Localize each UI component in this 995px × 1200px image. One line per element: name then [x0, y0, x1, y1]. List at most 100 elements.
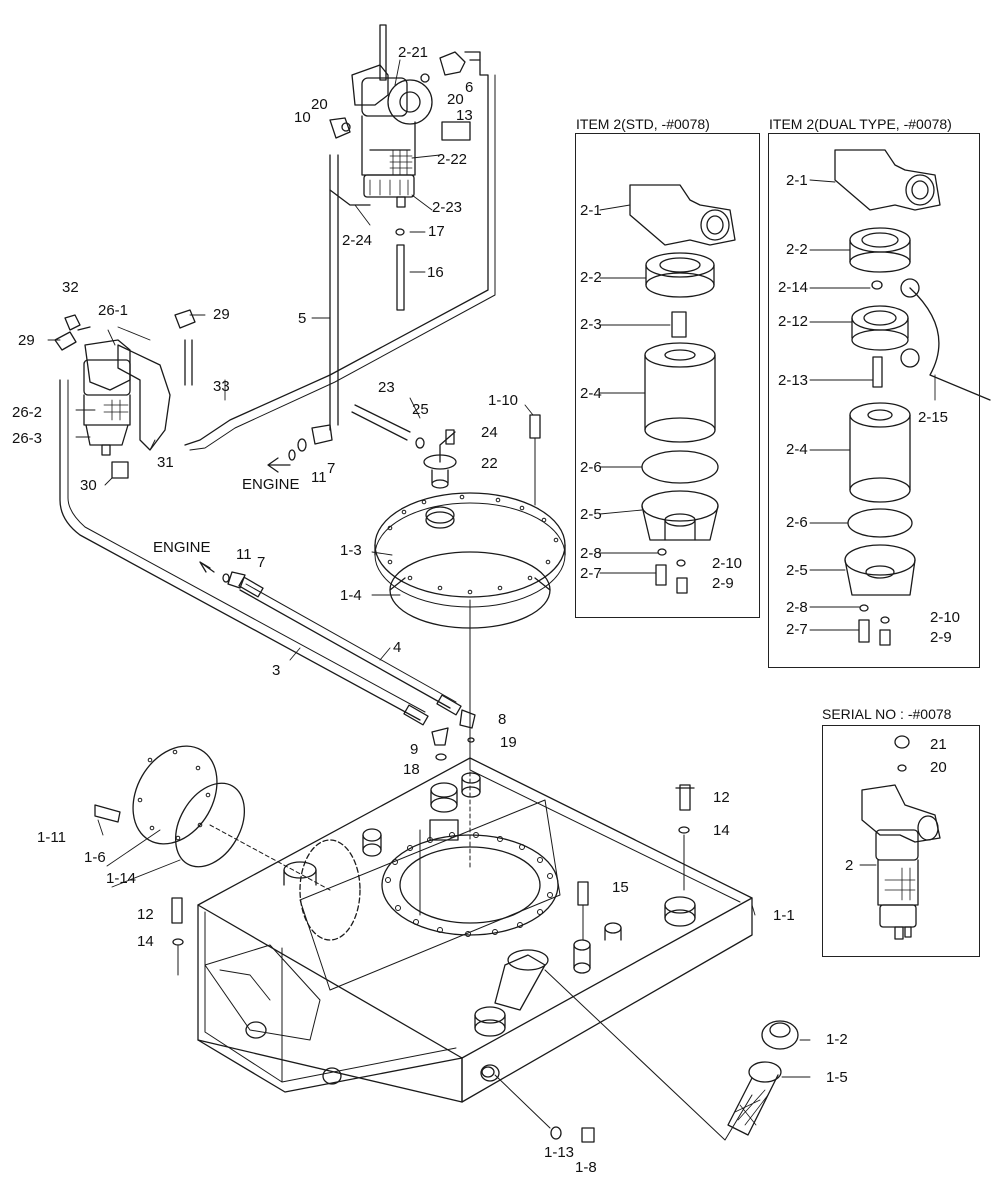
std-part-label: 2-10 [712, 555, 743, 572]
filler-cap-strainer [481, 969, 799, 1143]
part-label: 1-2 [826, 1031, 848, 1048]
part-label: 2-24 [342, 232, 373, 249]
std-part-label: 2-5 [580, 506, 602, 523]
inset-dual-drawing [834, 149, 991, 646]
part-label: 5 [298, 310, 307, 327]
part-label: 29 [213, 306, 230, 323]
engine-note: ENGINE [242, 476, 300, 493]
inset-std-box [575, 133, 760, 618]
fuel-pipes [59, 51, 496, 726]
part-label: 2-22 [437, 151, 468, 168]
part-label: 12 [137, 906, 154, 923]
serial-part-label: 20 [930, 759, 947, 776]
inset-serial-title: SERIAL NO : -#0078 [822, 706, 952, 722]
part-label: 4 [393, 639, 402, 656]
part-label: 13 [456, 107, 473, 124]
part-label: 11 [236, 546, 252, 563]
mounting-bolts [171, 414, 695, 976]
dual-part-label: 2-13 [778, 372, 809, 389]
part-label: 18 [403, 761, 420, 778]
part-label: 6 [465, 79, 474, 96]
part-label: 15 [612, 879, 629, 896]
part-label: 31 [157, 454, 174, 471]
part-label: 1-3 [340, 542, 362, 559]
dual-part-label: 2-15 [918, 409, 949, 426]
serial-part-label: 21 [930, 736, 947, 753]
part-label: 26-2 [12, 404, 43, 421]
serial-part-label: 2 [845, 857, 854, 874]
inset-serial-box [822, 725, 980, 957]
engine-note: ENGINE [153, 539, 211, 556]
std-part-label: 2-7 [580, 565, 602, 582]
part-label: 2-21 [398, 44, 429, 61]
std-part-label: 2-6 [580, 459, 602, 476]
part-label: 25 [412, 401, 429, 418]
part-label: 1-4 [340, 587, 362, 604]
part-label: 1-5 [826, 1069, 848, 1086]
part-label: 17 [428, 223, 445, 240]
part-label: 30 [80, 477, 97, 494]
dual-part-label: 2-2 [786, 241, 808, 258]
part-label: 10 [294, 109, 311, 126]
part-label: 20 [447, 91, 464, 108]
tank-cover [374, 431, 566, 771]
std-part-label: 2-4 [580, 385, 602, 402]
part-label: 1-8 [575, 1159, 597, 1176]
dual-part-label: 2-5 [786, 562, 808, 579]
std-part-label: 2-8 [580, 545, 602, 562]
std-part-label: 2-3 [580, 316, 602, 333]
part-label: 26-1 [98, 302, 129, 319]
part-label: 9 [410, 741, 419, 758]
dual-part-label: 2-9 [930, 629, 952, 646]
part-label: 14 [137, 933, 154, 950]
water-separator [54, 309, 196, 479]
std-part-label: 2-1 [580, 202, 602, 219]
inset-serial-drawing [861, 735, 941, 940]
dual-part-label: 2-8 [786, 599, 808, 616]
engine-arrows [199, 457, 291, 573]
part-label: 33 [213, 378, 230, 395]
part-label: 8 [498, 711, 507, 728]
part-label: 7 [327, 460, 336, 477]
dual-part-label: 2-4 [786, 441, 808, 458]
std-part-label: 2-9 [712, 575, 734, 592]
dual-part-label: 2-10 [930, 609, 961, 626]
part-label: 1-1 [773, 907, 795, 924]
part-label: 2-23 [432, 199, 463, 216]
part-label: 24 [481, 424, 498, 441]
part-label: 1-6 [84, 849, 106, 866]
part-label: 1-13 [544, 1144, 575, 1161]
inset-dual-title: ITEM 2(DUAL TYPE, -#0078) [769, 116, 952, 132]
leader-lines [47, 59, 936, 1078]
inset-dual-box [768, 133, 980, 668]
part-label: 12 [713, 789, 730, 806]
inset-std-title: ITEM 2(STD, -#0078) [576, 116, 710, 132]
dual-part-label: 2-7 [786, 621, 808, 638]
part-label: 32 [62, 279, 79, 296]
dual-part-label: 2-14 [778, 279, 809, 296]
part-label: 23 [378, 379, 395, 396]
inset-std-drawing [629, 184, 736, 594]
std-part-label: 2-2 [580, 269, 602, 286]
part-label: 26-3 [12, 430, 43, 447]
part-label: 16 [427, 264, 444, 281]
dual-part-label: 2-12 [778, 313, 809, 330]
part-label: 3 [272, 662, 281, 679]
part-label: 7 [257, 554, 266, 571]
part-label: 19 [500, 734, 517, 751]
part-label: 11 [311, 469, 327, 486]
part-label: 1-10 [488, 392, 519, 409]
dual-part-label: 2-1 [786, 172, 808, 189]
dual-part-label: 2-6 [786, 514, 808, 531]
part-label: 1-14 [106, 870, 137, 887]
part-label: 29 [18, 332, 35, 349]
part-label: 22 [481, 455, 498, 472]
part-label: 1-11 [37, 829, 66, 846]
part-label: 20 [311, 96, 328, 113]
fuel-tank [197, 757, 753, 1103]
main-fuel-filter [329, 24, 471, 311]
part-label: 14 [713, 822, 730, 839]
inspection-cover [94, 745, 331, 891]
